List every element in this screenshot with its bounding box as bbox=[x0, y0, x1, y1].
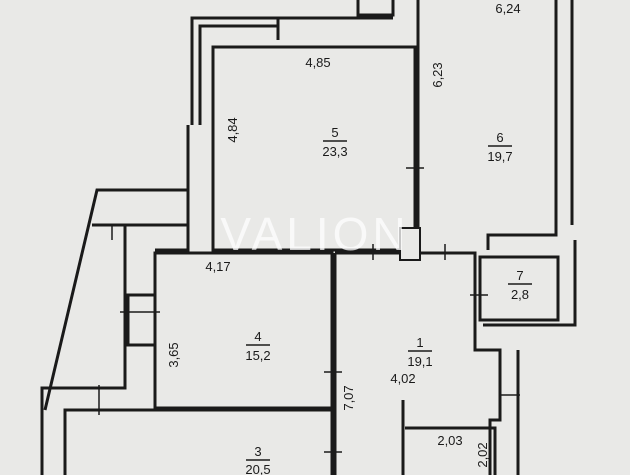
room-number: 5 bbox=[331, 125, 338, 140]
dim-room6-length: 6,23 bbox=[430, 62, 445, 87]
room-5-outline bbox=[211, 45, 417, 252]
room-number: 3 bbox=[254, 444, 261, 459]
dim-small-room-height: 2,02 bbox=[475, 442, 490, 467]
dim-room5-height: 4,84 bbox=[225, 117, 240, 142]
room-area: 20,5 bbox=[245, 462, 270, 475]
room-label-1: 1 19,1 bbox=[407, 335, 432, 369]
room-label-6: 6 19,7 bbox=[487, 130, 512, 164]
room-label-7: 7 2,8 bbox=[508, 268, 532, 302]
room-number: 6 bbox=[496, 130, 503, 145]
room-number: 4 bbox=[254, 329, 261, 344]
dim-room5-width: 4,85 bbox=[305, 55, 330, 70]
room-area: 2,8 bbox=[511, 287, 529, 302]
room-label-4: 4 15,2 bbox=[245, 329, 270, 363]
dim-room4-width: 4,17 bbox=[205, 259, 230, 274]
watermark: VALION bbox=[220, 208, 409, 260]
room-7-outline bbox=[478, 255, 560, 322]
room-4-outline bbox=[153, 251, 334, 410]
dim-room4-height: 3,65 bbox=[166, 342, 181, 367]
room-number: 7 bbox=[516, 268, 523, 283]
room-label-3: 3 20,5 bbox=[245, 444, 270, 475]
room-area: 23,3 bbox=[322, 144, 347, 159]
room-label-5: 5 23,3 bbox=[322, 125, 347, 159]
dim-room6-width: 6,24 bbox=[495, 1, 520, 16]
room-number: 1 bbox=[416, 335, 423, 350]
room-area: 19,1 bbox=[407, 354, 432, 369]
room-area: 15,2 bbox=[245, 348, 270, 363]
room-area: 19,7 bbox=[487, 149, 512, 164]
walls bbox=[40, 0, 577, 475]
dim-corridor-length: 7,07 bbox=[341, 385, 356, 410]
dim-room1-width: 4,02 bbox=[390, 371, 415, 386]
dim-small-room-width: 2,03 bbox=[437, 433, 462, 448]
